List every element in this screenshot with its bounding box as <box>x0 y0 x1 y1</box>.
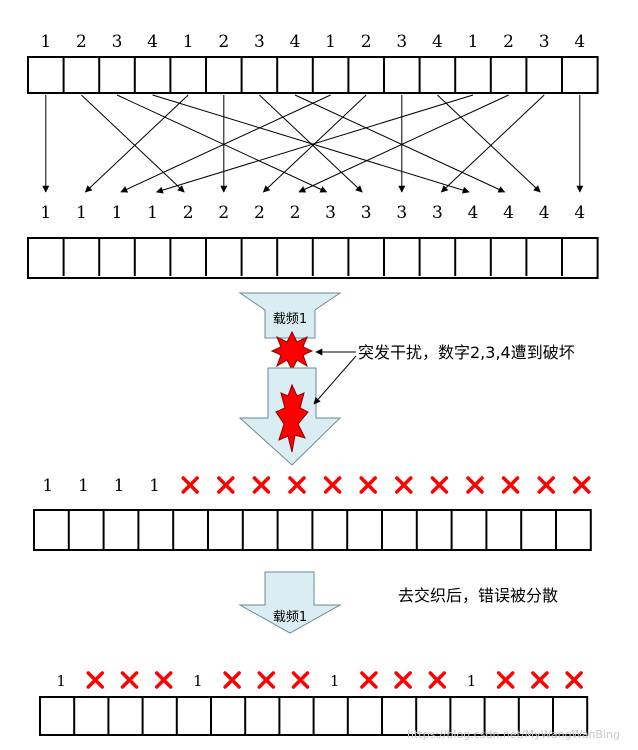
mapping-arrow <box>298 94 509 193</box>
sequence-digit: 1 <box>114 476 125 496</box>
sequence-digit: 4 <box>147 32 158 52</box>
sequence-digit: 4 <box>539 203 550 223</box>
interleave-mapping-arrows <box>42 94 584 194</box>
burst-annotation: 突发干扰，数字2,3,4遭到破坏 <box>358 343 575 362</box>
error-cross-icon <box>428 671 447 689</box>
sequence-digit: 4 <box>574 203 585 223</box>
sequence-digit: 1 <box>42 476 53 496</box>
error-cross-icon <box>257 671 276 689</box>
sequence-digit: 4 <box>503 203 514 223</box>
sequence-digit: 1 <box>40 32 51 52</box>
sequence-digit: 3 <box>112 32 123 52</box>
error-cross-icon <box>288 476 306 494</box>
error-cross-icon <box>360 671 378 689</box>
watermark: https://blog.csdn.net/MyWangWanBing <box>407 728 620 741</box>
sequence-digit: 1 <box>183 32 194 52</box>
error-cross-icon <box>291 671 310 689</box>
sequence-digit: 1 <box>56 672 66 690</box>
error-cross-icon <box>359 476 377 494</box>
interleaved-sequence-labels: 1 1 1 1 2 2 2 2 3 3 3 3 4 4 4 4 <box>40 203 585 223</box>
error-cross-icon <box>466 476 484 494</box>
mapping-arrow <box>437 94 541 193</box>
corrupted-sequence-boxes <box>33 509 592 551</box>
sequence-digit: 4 <box>574 32 585 52</box>
mapping-arrow <box>81 94 185 193</box>
error-cross-icon <box>430 476 449 494</box>
sequence-digit: 2 <box>503 32 514 52</box>
error-cross-icon <box>496 671 515 689</box>
error-cross-icon <box>223 671 241 689</box>
corrupted-sequence-labels: 1 1 1 1 <box>42 476 591 496</box>
carrier-label-2: 载频1 <box>273 610 307 625</box>
sequence-digit: 2 <box>76 32 87 52</box>
sequence-digit: 2 <box>290 203 301 223</box>
sequence-digit: 1 <box>325 32 336 52</box>
original-sequence-boxes <box>27 56 599 94</box>
sequence-digit: 3 <box>539 32 550 52</box>
error-cross-icon <box>154 671 173 689</box>
deinterleave-annotation: 去交织后，错误被分散 <box>398 586 558 605</box>
sequence-digit: 3 <box>361 203 372 223</box>
burst-shape-icon <box>275 383 309 453</box>
error-cross-icon <box>252 476 271 494</box>
sequence-digit: 1 <box>149 476 160 496</box>
carrier-arrow-1: 载频1 <box>238 292 342 339</box>
mapping-arrow <box>84 94 189 193</box>
sequence-digit: 2 <box>218 203 229 223</box>
sequence-digit: 1 <box>193 672 203 690</box>
sequence-digit: 1 <box>78 476 89 496</box>
mapping-arrow <box>440 94 545 193</box>
error-cross-icon <box>181 476 199 494</box>
deinterleaved-sequence-labels: 1 1 1 1 <box>56 671 583 690</box>
burst-star-icon <box>270 330 314 372</box>
sequence-digit: 1 <box>40 203 51 223</box>
sequence-digit: 2 <box>183 203 194 223</box>
sequence-digit: 3 <box>325 203 336 223</box>
sequence-digit: 1 <box>147 203 158 223</box>
error-cross-icon <box>86 671 105 689</box>
error-cross-icon <box>120 671 139 689</box>
sequence-digit: 1 <box>468 32 479 52</box>
carrier-label-1: 载频1 <box>273 312 307 327</box>
error-cross-icon <box>537 476 555 494</box>
sequence-digit: 2 <box>254 203 265 223</box>
sequence-digit: 2 <box>218 32 229 52</box>
error-cross-icon <box>565 671 583 689</box>
error-cross-icon <box>323 476 342 494</box>
mapping-arrow <box>116 94 328 193</box>
error-cross-icon <box>395 476 413 494</box>
sequence-digit: 2 <box>361 32 372 52</box>
sequence-digit: 3 <box>396 32 407 52</box>
mapping-arrow <box>155 94 474 194</box>
carrier-arrow-1b <box>238 367 342 466</box>
sequence-digit: 1 <box>330 672 340 690</box>
sequence-digit: 3 <box>432 203 443 223</box>
sequence-digit: 1 <box>467 672 477 690</box>
sequence-digit: 4 <box>290 32 301 52</box>
error-cross-icon <box>217 476 235 494</box>
original-sequence-labels: 1 2 3 4 1 2 3 4 1 2 3 4 1 2 3 4 <box>40 32 585 52</box>
mapping-arrow <box>120 94 331 193</box>
sequence-digit: 4 <box>468 203 479 223</box>
carrier-arrow-2: 载频1 <box>238 571 342 634</box>
burst-annotation-pointers <box>313 348 357 405</box>
interleaved-sequence-boxes <box>27 237 599 279</box>
sequence-digit: 1 <box>76 203 87 223</box>
sequence-digit: 1 <box>112 203 123 223</box>
sequence-digit: 3 <box>396 203 407 223</box>
mapping-arrow <box>259 94 363 193</box>
deinterleaved-sequence-boxes <box>39 696 589 736</box>
sequence-digit: 4 <box>432 32 443 52</box>
error-cross-icon <box>531 671 549 689</box>
error-cross-icon <box>573 476 591 494</box>
mapping-arrow <box>294 94 506 193</box>
error-cross-icon <box>501 476 520 494</box>
sequence-digit: 3 <box>254 32 265 52</box>
error-cross-icon <box>394 671 412 689</box>
